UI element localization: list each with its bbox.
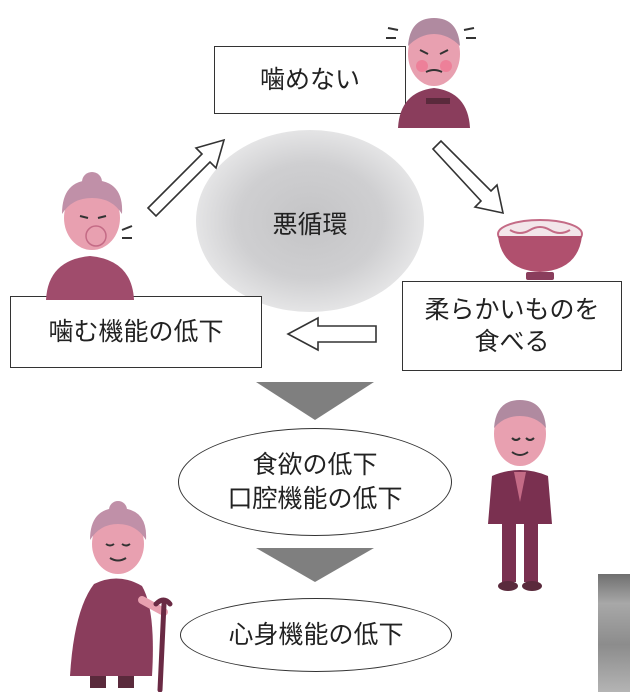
mind-body-decline-label: 心身機能の低下	[228, 620, 404, 650]
eat-soft-food-line2: 食べる	[474, 327, 550, 356]
partial-photo	[598, 574, 630, 692]
cycle-arrow-up-right	[146, 138, 226, 218]
chewing-function-decline-label: 噛む機能の低下	[48, 316, 224, 346]
cycle-center-blob	[196, 130, 424, 312]
outcome-ellipse-1: 食欲の低下 口腔機能の低下	[178, 428, 452, 536]
cycle-arrow-down-right	[431, 139, 505, 215]
man-chewing-trouble-icon	[386, 18, 476, 128]
cannot-chew-label: 噛めない	[259, 64, 360, 94]
eat-soft-food-line1: 柔らかいものを	[424, 294, 600, 324]
cannot-chew-box: 噛めない	[214, 46, 406, 114]
down-arrow-1	[256, 382, 374, 420]
cycle-center-label: 悪循環	[272, 210, 348, 239]
eat-soft-food-box: 柔らかいものを 食べる	[402, 281, 622, 371]
woman-with-cane-icon	[70, 501, 173, 692]
cycle-arrow-left	[286, 316, 377, 352]
soft-food-bowl-icon	[497, 219, 583, 280]
woman-coughing-icon	[46, 172, 134, 300]
appetite-decline-label: 食欲の低下	[252, 450, 378, 480]
man-standing-icon	[488, 400, 552, 591]
chewing-function-decline-box: 噛む機能の低下	[10, 296, 262, 368]
oral-function-decline-label: 口腔機能の低下	[227, 484, 403, 513]
outcome-ellipse-2: 心身機能の低下	[180, 598, 452, 672]
down-arrow-2	[256, 548, 374, 582]
